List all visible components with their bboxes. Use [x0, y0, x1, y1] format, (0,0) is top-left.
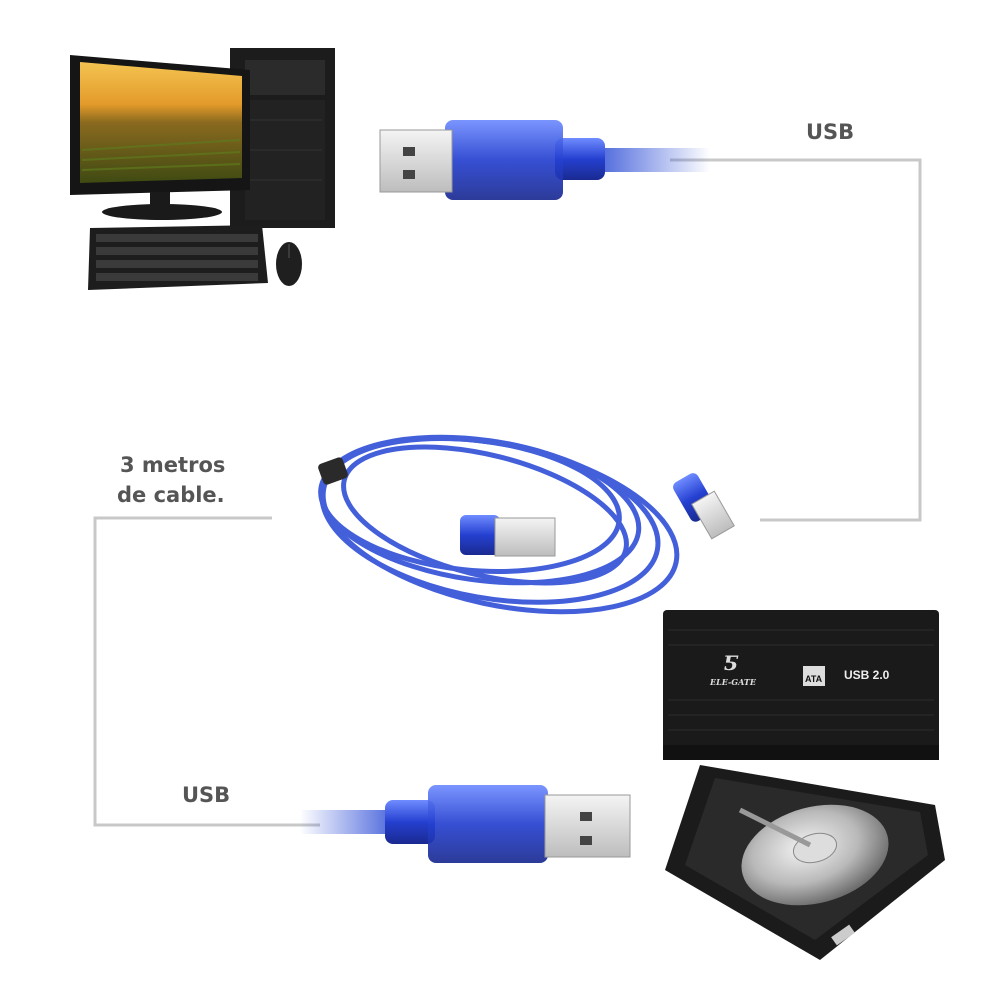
- cable-length-label-line1: 3 metros: [120, 453, 226, 477]
- connector-line-bottom: [93, 516, 320, 827]
- connector-line-top: [670, 158, 922, 522]
- usb-label-bottom: USB: [182, 783, 231, 807]
- hdd-open-image: [665, 765, 945, 960]
- enclosure-interface-text: USB 2.0: [844, 668, 890, 682]
- coiled-cable-image: [318, 434, 680, 615]
- hdd-enclosure-image: Ƽ ELE-GATE ATA USB 2.0: [663, 610, 939, 760]
- desktop-computer-image: [70, 48, 335, 290]
- usb-label-top: USB: [806, 120, 855, 144]
- ata-badge-text: ATA: [805, 674, 823, 684]
- svg-text:Ƽ: Ƽ: [723, 651, 739, 675]
- usb-plug-bottom-image: [300, 785, 631, 863]
- usb-plug-top-image: [379, 120, 710, 200]
- enclosure-brand-text: ELE-GATE: [709, 677, 757, 687]
- cable-length-label-line2: de cable.: [117, 483, 225, 507]
- coiled-cable-plugs: [318, 457, 735, 557]
